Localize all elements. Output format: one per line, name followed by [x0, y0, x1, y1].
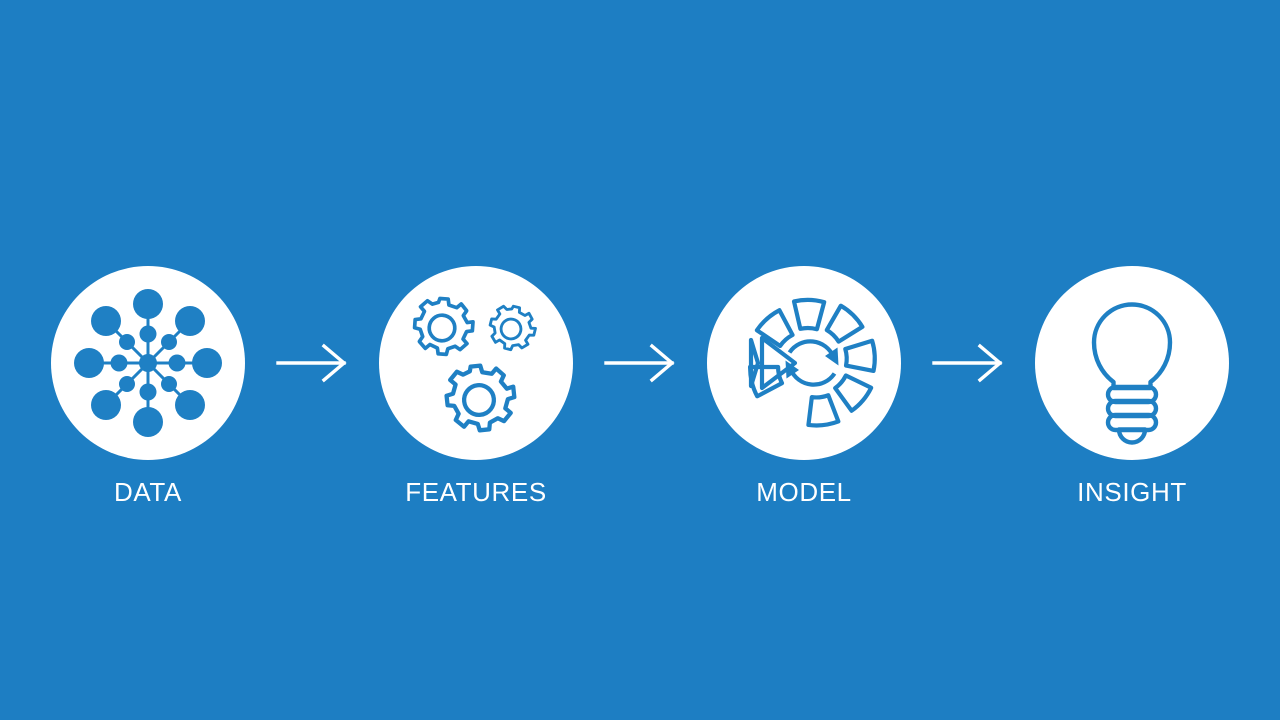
arrow-right-icon [276, 343, 347, 383]
features-icon-disc[interactable] [379, 266, 573, 460]
wheel-segment [754, 308, 795, 349]
pipeline-connector-model-to-insight [901, 266, 1035, 460]
pipeline-step-insight[interactable]: INSIGHT [1035, 266, 1229, 505]
pipeline-connector-features-to-model [573, 266, 707, 460]
gear-top-right [484, 300, 541, 356]
bulb-base-tip [1116, 427, 1148, 445]
pipeline-step-model[interactable]: MODEL [707, 266, 901, 505]
wheel-segment [843, 338, 877, 373]
pipeline-connector-data-to-features [245, 266, 379, 460]
data-icon-disc[interactable] [51, 266, 245, 460]
segmented-wheel-refresh-icon [747, 297, 877, 428]
play-arrows-icon [748, 335, 798, 391]
wheel-segment [806, 393, 841, 428]
refresh-arrow-heads [785, 347, 839, 379]
lightbulb-icon [1091, 302, 1173, 445]
model-icon-disc[interactable] [707, 266, 901, 460]
wheel-segment [824, 303, 865, 344]
network-nodes-icon [74, 289, 222, 437]
wheel-segment [791, 297, 827, 332]
arrow-right-icon [932, 343, 1003, 383]
gear-top-left [411, 295, 477, 358]
pipeline-step-label-features: FEATURES [405, 477, 547, 507]
wheel-segment [833, 373, 874, 413]
pipeline-step-label-data: DATA [114, 477, 182, 507]
pipeline-step-data[interactable]: DATA [51, 266, 245, 505]
arrow-right-icon [604, 343, 675, 383]
bulb-glass [1091, 302, 1173, 391]
pipeline-step-label-model: MODEL [756, 477, 852, 507]
pipeline-flow: DATA [0, 266, 1280, 506]
gears-icon [411, 295, 541, 460]
pipeline-step-label-insight: INSIGHT [1077, 477, 1187, 507]
gear-bottom-center [444, 362, 518, 433]
wheel-segments [747, 297, 877, 428]
insight-icon-disc[interactable] [1035, 266, 1229, 460]
pipeline-step-features[interactable]: FEATURES [379, 266, 573, 505]
refresh-arrows [787, 339, 837, 387]
